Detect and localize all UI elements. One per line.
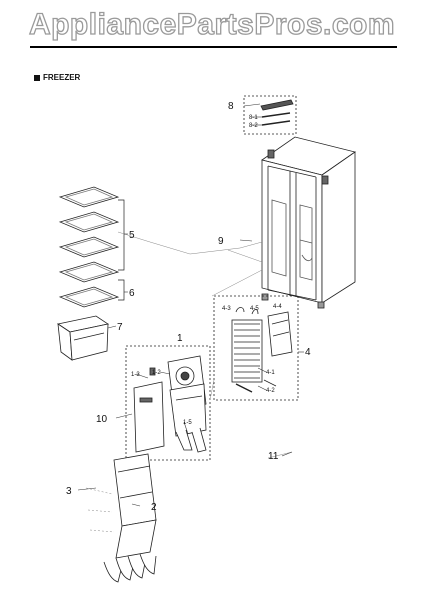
callout-8: 8 [228, 101, 234, 112]
callout-11: 11 [268, 451, 279, 462]
section-title: FREEZER [43, 73, 81, 82]
callout-8-2: 8-2 [249, 123, 258, 129]
part-8-group [243, 95, 297, 135]
callout-4: 4 [305, 347, 311, 358]
callout-9: 9 [218, 236, 224, 247]
callout-1-3: 1-3 [131, 372, 140, 378]
callout-8-1: 8-1 [249, 115, 258, 121]
callout-4-1: 4-1 [266, 370, 275, 376]
section-bullet-icon [34, 74, 40, 81]
guide-lines [85, 231, 293, 533]
callout-leaders [77, 103, 304, 507]
callout-4-2: 4-2 [266, 388, 275, 394]
callout-4-4: 4-4 [273, 304, 282, 310]
callout-6: 6 [129, 288, 135, 299]
callout-5: 5 [129, 230, 135, 241]
part-2-assembly [103, 453, 157, 583]
callout-3: 3 [66, 486, 72, 497]
part-1-group [125, 345, 211, 461]
callout-1: 1 [177, 333, 183, 344]
section-header: FREEZER [34, 73, 80, 82]
freezer-bin [56, 315, 110, 361]
part-4-group [213, 295, 299, 401]
refrigerator-cabinet [261, 136, 356, 309]
freezer-shelves [58, 186, 125, 308]
callout-1-2: 1-2 [152, 370, 161, 376]
header-rule [30, 46, 397, 48]
callout-4-3: 4-3 [222, 306, 231, 312]
watermark: AppliancePartsPros.com [28, 7, 396, 41]
callout-7: 7 [117, 322, 123, 333]
callout-10: 10 [96, 414, 108, 425]
callout-4-5: 4-5 [250, 306, 259, 312]
callout-2: 2 [151, 502, 157, 513]
callout-1-5: 1-5 [183, 420, 192, 426]
